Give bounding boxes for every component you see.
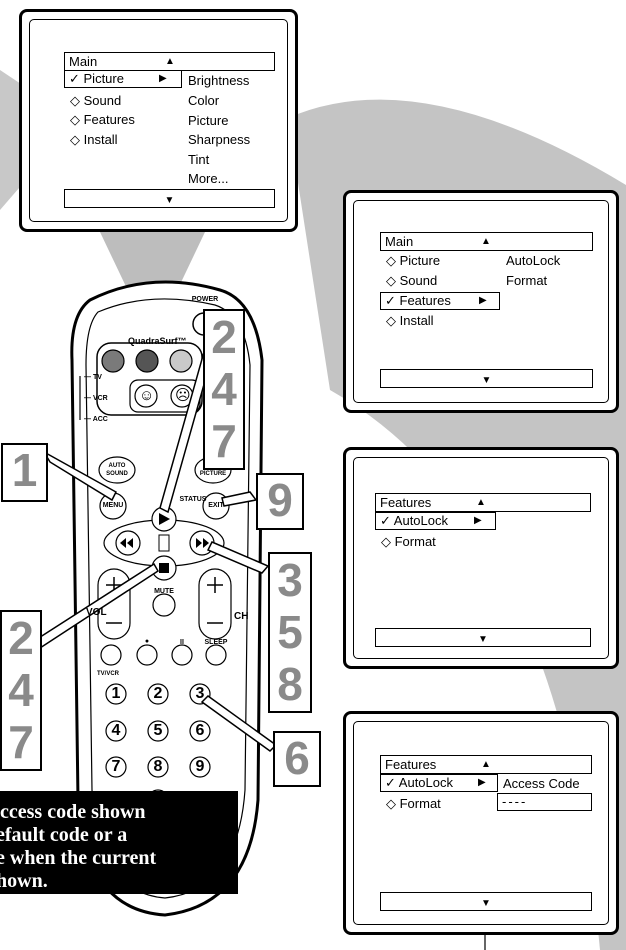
submenu-label: Access Code — [503, 775, 580, 792]
key-3[interactable]: 3 — [190, 684, 210, 704]
submenu-item[interactable]: AutoLock — [506, 252, 560, 269]
submenu-item[interactable]: Brightness — [188, 72, 249, 89]
color-button-1 — [102, 350, 124, 372]
tv-screen-main-features: Main▲ ◇ Picture ◇ Sound ✓ Features▶ ◇ In… — [343, 190, 619, 413]
step-label-9: 9 — [256, 473, 304, 530]
menu-item[interactable]: ◇ Features — [70, 111, 135, 128]
key-7[interactable]: 7 — [106, 757, 126, 777]
frown-icon[interactable]: ☹ — [175, 388, 191, 404]
key-2[interactable]: 2 — [148, 684, 168, 704]
tvvcr-label: TV/VCR — [93, 670, 123, 678]
color-button-3 — [170, 350, 192, 372]
note-line: efault code or a — [0, 824, 238, 847]
key-8[interactable]: 8 — [148, 757, 168, 777]
step-label-6: 6 — [273, 731, 321, 787]
submenu-item[interactable]: More... — [188, 170, 228, 187]
menu-footer: ▼ — [380, 369, 593, 388]
key-5[interactable]: 5 — [148, 721, 168, 741]
power-label: POWER — [188, 296, 222, 304]
sleep-label: SLEEP — [201, 639, 231, 647]
submenu-item[interactable]: Sharpness — [188, 131, 250, 148]
smiley-icon[interactable]: ☺ — [139, 388, 154, 404]
menu-item[interactable]: ◇ Install — [70, 131, 118, 148]
key-1[interactable]: 1 — [106, 684, 126, 704]
key-9[interactable]: 9 — [190, 757, 210, 777]
menu-footer: ▼ — [380, 892, 592, 911]
note-line: access code shown — [0, 801, 238, 824]
mute-label: MUTE — [149, 588, 179, 596]
status-label: STATUS — [178, 496, 208, 504]
note-box: access code shown efault code or a e whe… — [0, 791, 238, 894]
menu-item-selected[interactable]: ✓ AutoLock▶ — [375, 512, 496, 530]
mute-button — [153, 594, 175, 616]
ch-label: CH — [234, 611, 248, 622]
menu-header: Main▲ — [380, 232, 593, 251]
menu-header: Features▲ — [375, 493, 591, 512]
color-button-2 — [136, 350, 158, 372]
menu-footer: ▼ — [64, 189, 275, 208]
menu-item-selected[interactable]: ✓ AutoLock▶ — [380, 774, 498, 792]
note-line: hown. — [0, 870, 238, 893]
note-line: e when the current — [0, 847, 238, 870]
record-button — [137, 645, 157, 665]
menu-header: Main▲ — [64, 52, 275, 71]
quadrasurf-label: QuadraSurf™ — [128, 336, 187, 346]
menu-label: MENU — [99, 502, 127, 510]
menu-item[interactable]: ◇ Install — [386, 312, 434, 329]
submenu-item[interactable]: Format — [506, 272, 547, 289]
source-tv-label[interactable]: — TV — [84, 374, 102, 382]
submenu-item[interactable]: Picture — [188, 112, 228, 129]
menu-item-selected[interactable]: ✓ Picture▶ — [64, 70, 182, 88]
submenu-item[interactable]: Color — [188, 92, 219, 109]
sleep-button — [206, 645, 226, 665]
key-6[interactable]: 6 — [190, 721, 210, 741]
auto-sound-label: AUTO SOUND — [101, 462, 133, 478]
key-4[interactable]: 4 — [106, 721, 126, 741]
menu-item[interactable]: ◇ Picture — [386, 252, 440, 269]
vol-label: VOL — [86, 607, 107, 618]
step-label-1: 1 — [1, 443, 48, 502]
pause-button — [172, 645, 192, 665]
tv-screen-main-picture: Main▲ ✓ Picture▶ ◇ Sound ◇ Features ◇ In… — [19, 9, 298, 232]
pause-label: II — [174, 639, 190, 647]
menu-item[interactable]: ◇ Sound — [70, 92, 121, 109]
menu-item[interactable]: ◇ Format — [381, 533, 436, 550]
menu-item[interactable]: ◇ Sound — [386, 272, 437, 289]
menu-item-selected[interactable]: ✓ Features▶ — [380, 292, 500, 310]
menu-footer: ▼ — [375, 628, 591, 647]
tv-screen-access-code: Features▲ ✓ AutoLock▶ ◇ Format Access Co… — [343, 711, 619, 935]
tv-screen-features-autolock: Features▲ ✓ AutoLock▶ ◇ Format ▼ — [343, 447, 619, 669]
menu-header: Features▲ — [380, 755, 592, 774]
source-acc-label[interactable]: — ACC — [84, 416, 108, 424]
access-code-field[interactable]: ---- — [497, 793, 592, 811]
record-label: ● — [139, 638, 155, 646]
menu-item[interactable]: ◇ Format — [386, 795, 441, 812]
submenu-item[interactable]: Tint — [188, 151, 209, 168]
tvvcr-button — [101, 645, 121, 665]
source-vcr-label[interactable]: — VCR — [84, 395, 108, 403]
